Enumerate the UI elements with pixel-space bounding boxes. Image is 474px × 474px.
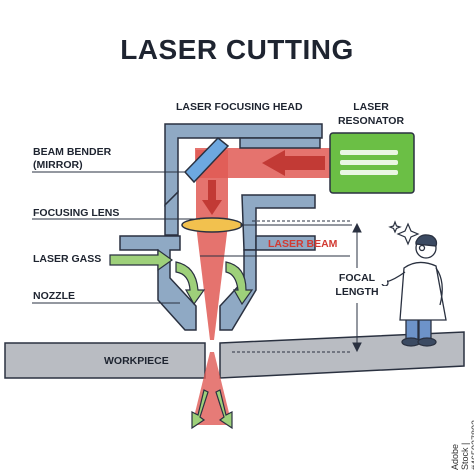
focusing-lens [181,217,243,233]
laser-gas-arrows [109,248,254,306]
beam-bender-mirror [183,136,230,184]
label-resonator-line2: RESONATOR [337,115,405,127]
label-nozzle: NOZZLE [33,290,75,302]
laser-resonator [329,132,415,194]
laser-beam-path [192,148,330,425]
label-focusing-lens: FOCUSING LENS [33,207,120,219]
label-laser-beam: LASER BEAM [268,238,338,250]
label-resonator-line1: LASER [353,101,389,113]
focusing-head-housing [119,123,323,331]
label-beam-bender-line2: (MIRROR) [33,159,83,171]
debris-arrows [191,389,233,430]
label-beam-bender-line1: BEAM BENDER [33,146,112,158]
leader-lines [32,171,352,353]
side-credit: Adobe Stock | #465037803 [450,419,474,470]
label-focal-line2: LENGTH [327,286,387,298]
workpiece [4,331,465,379]
focal-length-dimension [352,222,362,353]
label-focal-line1: FOCAL [327,272,387,284]
sparkle-icon [388,220,420,246]
label-laser-gass: LASER GASS [33,253,102,265]
worker-figure [381,234,447,347]
page-title: LASER CUTTING [120,34,354,65]
label-workpiece: WORKPIECE [104,355,169,367]
label-focusing-head: LASER FOCUSING HEAD [176,101,303,113]
